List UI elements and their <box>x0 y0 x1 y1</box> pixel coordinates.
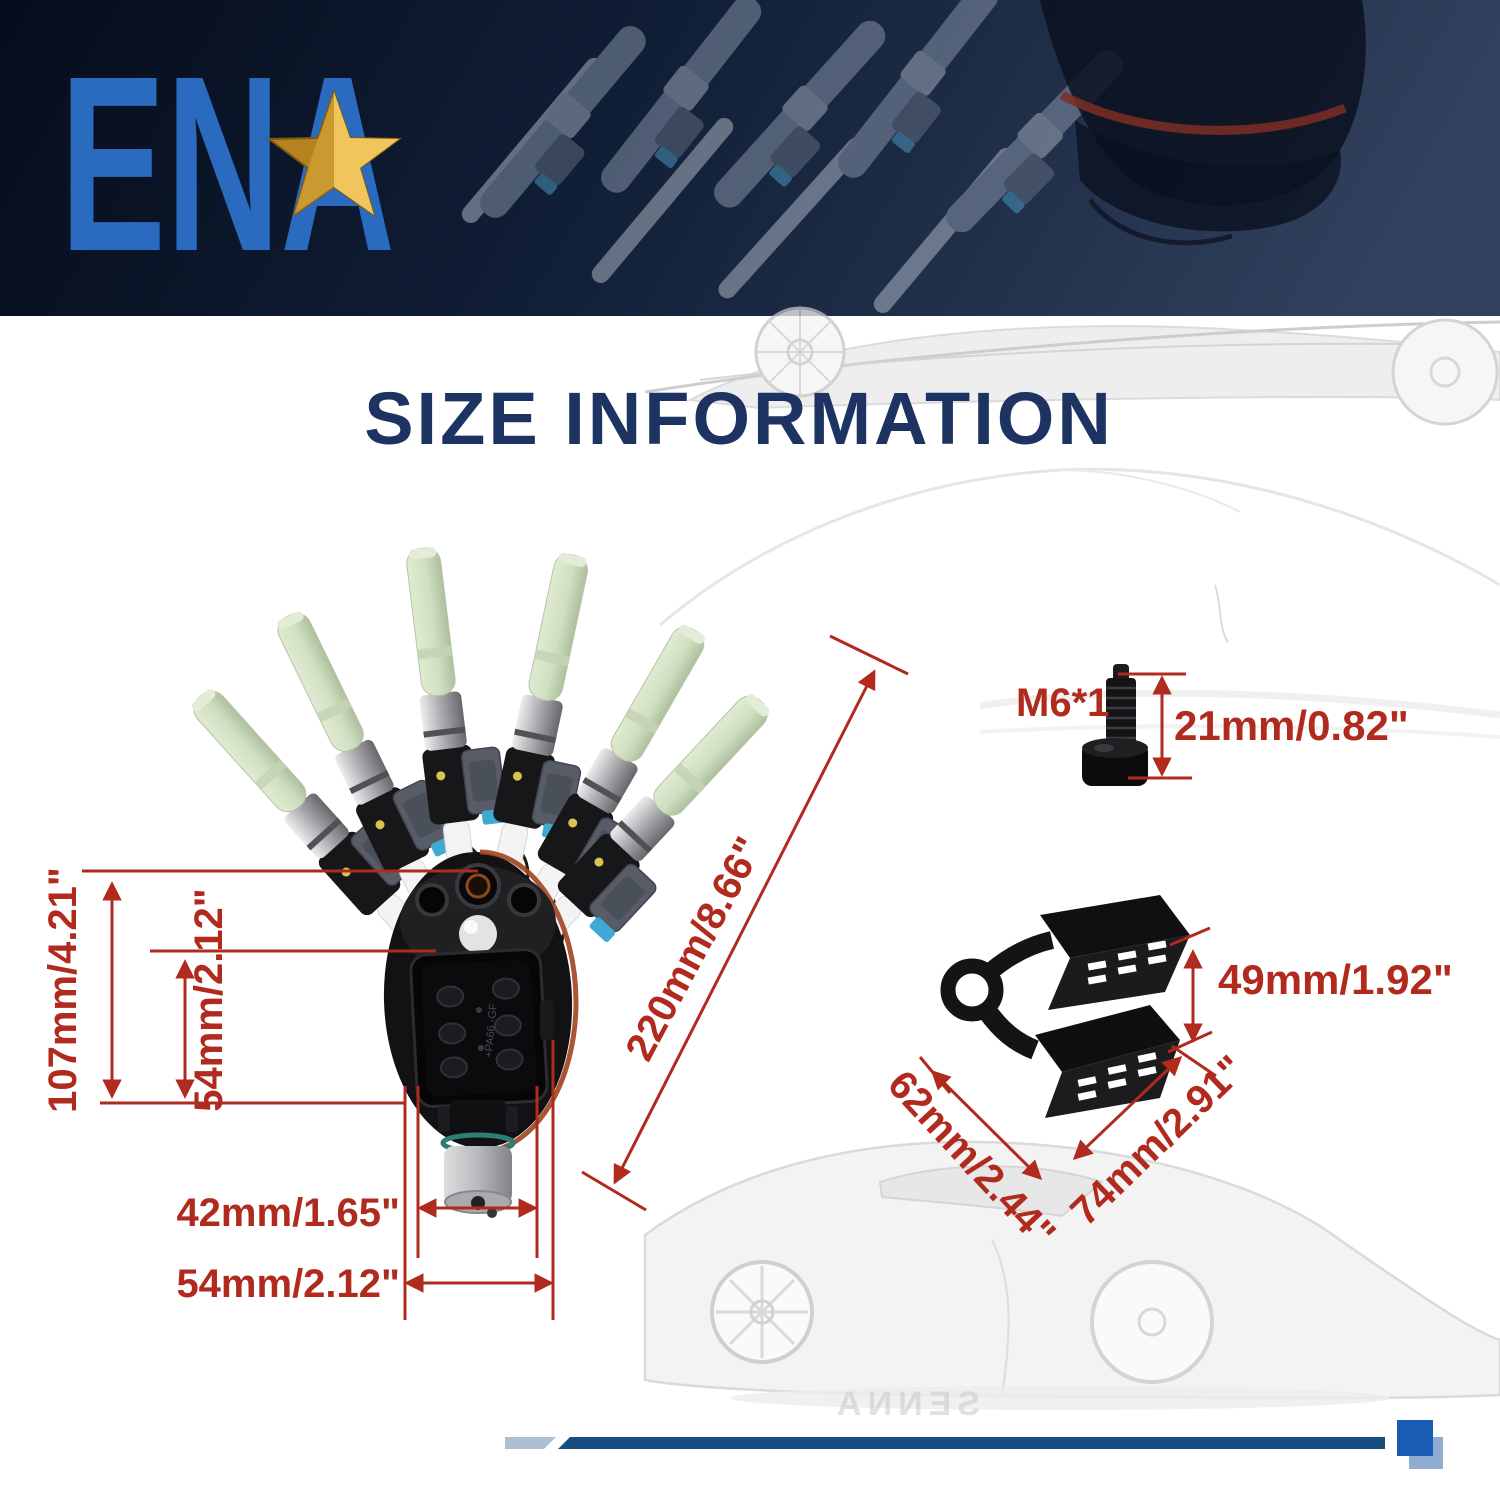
pressure-regulator <box>438 1100 518 1218</box>
sketch-car-bottom: SENNA <box>643 1140 1500 1423</box>
sketch-car-middle <box>659 467 1500 739</box>
hub-port-right <box>507 883 541 917</box>
bracket-upper-slots <box>1087 940 1167 985</box>
injector-assembly: +PA66 -GF <box>180 540 801 1218</box>
dim-arrow-74mm <box>1072 1055 1183 1161</box>
bracket-dimension-lines <box>918 926 1217 1181</box>
dim-label-m6: M6*1 <box>1016 681 1109 725</box>
dim-label-49mm: 49mm/1.92" <box>1218 956 1453 1003</box>
bottom-bar-dark-segment <box>558 1437 1385 1449</box>
dim-label-54mm-height: 54mm/2.12" <box>187 888 231 1112</box>
hub-port-left <box>415 883 449 917</box>
bottom-bar <box>505 1420 1443 1469</box>
sketch-car-top <box>644 306 1500 426</box>
hub-molding-text: +PA66 -GF <box>483 1003 500 1059</box>
hub-body: +PA66 -GF <box>383 849 579 1155</box>
dim-label-42mm: 42mm/1.65" <box>176 1191 400 1235</box>
tick-220mm-bottom <box>581 1170 647 1212</box>
hub-connector-socket <box>409 948 549 1109</box>
page-title: SIZE INFORMATION <box>364 377 1114 460</box>
pump-seal-ring <box>1059 91 1347 135</box>
watermark-text: SENNA <box>831 1385 980 1423</box>
dim-label-107mm: 107mm/4.21" <box>41 867 85 1113</box>
dim-label-54mm-width: 54mm/2.12" <box>176 1262 400 1306</box>
tick-74mm-top <box>1171 1044 1217 1078</box>
banner-pump-module <box>1040 0 1366 246</box>
bottom-bar-light-segment <box>505 1437 556 1449</box>
dim-label-21mm: 21mm/0.82" <box>1174 702 1409 749</box>
bracket-ring <box>940 958 1004 1022</box>
dim-label-220mm: 220mm/8.66" <box>617 830 771 1068</box>
bolt-dimension-lines <box>1118 672 1192 780</box>
hub-orange-seal <box>479 849 579 1155</box>
dim-arrow-62mm <box>930 1069 1043 1181</box>
mounting-bolt <box>1082 664 1148 786</box>
star-icon <box>266 88 402 218</box>
banner: ENA <box>0 0 1500 317</box>
main-dimension-lines <box>82 634 909 1320</box>
tick-49mm-top <box>1169 926 1211 947</box>
hub-white-ball <box>459 915 497 953</box>
dim-arrow-220mm <box>613 669 876 1185</box>
accent-square-dark <box>1397 1420 1433 1456</box>
tick-220mm-top <box>829 634 909 676</box>
